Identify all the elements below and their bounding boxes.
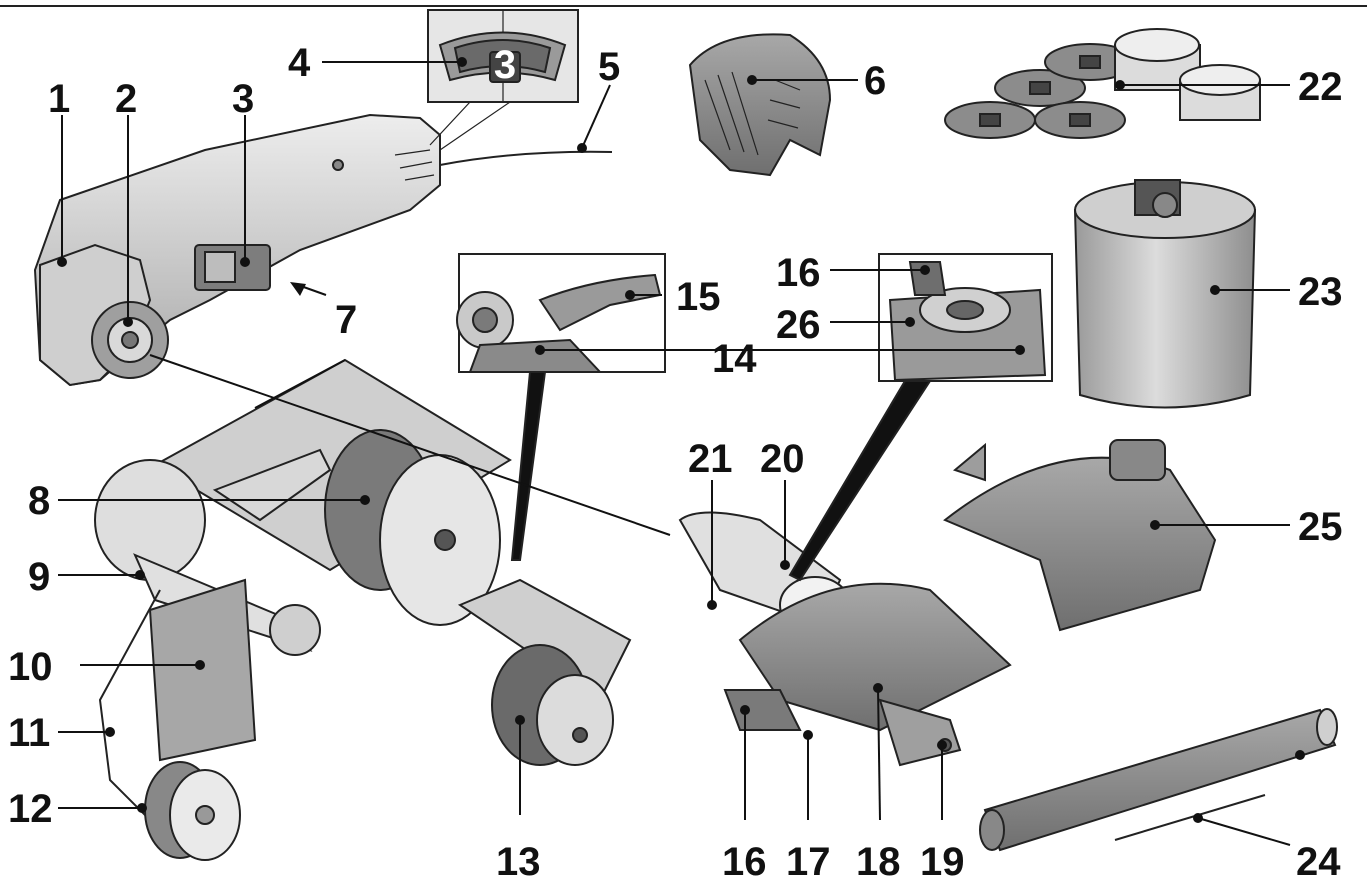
callout-17: 17 [786, 840, 831, 884]
callout-24: 24 [1296, 840, 1341, 884]
speed-dial-inset [427, 9, 579, 151]
part-22-disc-set [944, 28, 1261, 139]
wedge-14 [510, 371, 547, 561]
callout-23: 23 [1298, 270, 1343, 314]
leader-lines [58, 61, 1291, 846]
callout-7: 7 [335, 298, 357, 342]
inset-spindle [878, 253, 1053, 382]
part-24-tube [979, 708, 1338, 852]
callout-16-top: 16 [776, 251, 821, 295]
callout-11: 11 [8, 711, 50, 755]
inset-lever [456, 253, 666, 373]
callout-4: 4 [288, 41, 311, 85]
callout-14: 14 [712, 337, 757, 381]
part-23-drum [1073, 179, 1257, 409]
callout-12: 12 [8, 787, 53, 831]
belt-attachment [94, 358, 632, 861]
wedge-26 [788, 380, 932, 582]
callout-15: 15 [676, 275, 721, 319]
callout-13: 13 [496, 840, 541, 884]
callout-21: 21 [688, 437, 733, 481]
callout-9: 9 [28, 555, 50, 599]
roller-attachment [678, 511, 1012, 767]
callout-26: 26 [776, 303, 821, 347]
callout-20: 20 [760, 437, 805, 481]
callout-2: 2 [115, 77, 137, 121]
callout-labels: 1 2 3 4 5 6 7 8 9 10 11 12 13 14 15 16 2… [8, 41, 1343, 884]
dial-value-text: 3 [494, 43, 516, 87]
callout-18: 18 [856, 840, 901, 884]
callout-1: 1 [48, 77, 70, 121]
callout-10: 10 [8, 645, 53, 689]
callout-19: 19 [920, 840, 965, 884]
arrow-7 [290, 282, 306, 296]
callout-16-bottom: 16 [722, 840, 767, 884]
callout-25: 25 [1298, 505, 1343, 549]
callout-22: 22 [1298, 65, 1343, 109]
callout-5: 5 [598, 45, 620, 89]
leader-dots [57, 57, 1305, 823]
part-25-guard [943, 439, 1217, 632]
grinder-motor-unit [33, 113, 613, 387]
callout-6: 6 [864, 59, 886, 103]
part-6-cover [688, 33, 832, 177]
callout-3: 3 [232, 77, 254, 121]
callout-8: 8 [28, 479, 50, 523]
